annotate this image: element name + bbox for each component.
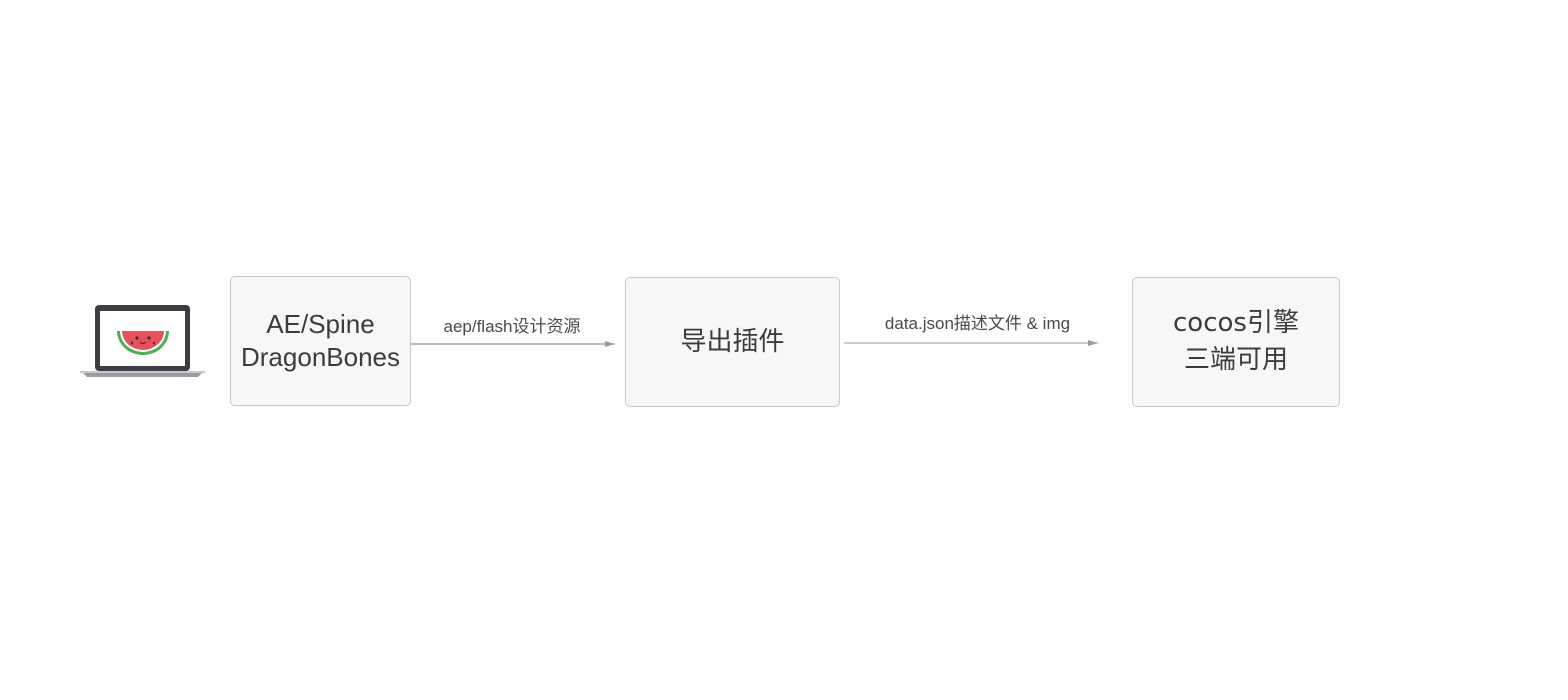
node-export-plugin-label: 导出插件 (680, 326, 785, 357)
node-cocos-engine-line-2: 三端可用 (1183, 345, 1288, 375)
edge-label-data-json: data.json描述文件 & img (884, 314, 1071, 333)
node-source-tools-line-2: DragonBones (241, 342, 400, 372)
laptop-watermelon-icon (80, 305, 205, 377)
node-source-tools-line-1: AE/Spine (266, 309, 375, 339)
edge-label-design-assets: aep/flash设计资源 (443, 317, 581, 336)
laptop-base (82, 372, 203, 377)
node-cocos-engine-line-1: cocos引擎 (1173, 308, 1299, 338)
node-source-tools: AE/Spine DragonBones (230, 276, 411, 406)
node-cocos-engine: cocos引擎 三端可用 (1132, 277, 1340, 407)
node-export-plugin: 导出插件 (625, 277, 840, 407)
